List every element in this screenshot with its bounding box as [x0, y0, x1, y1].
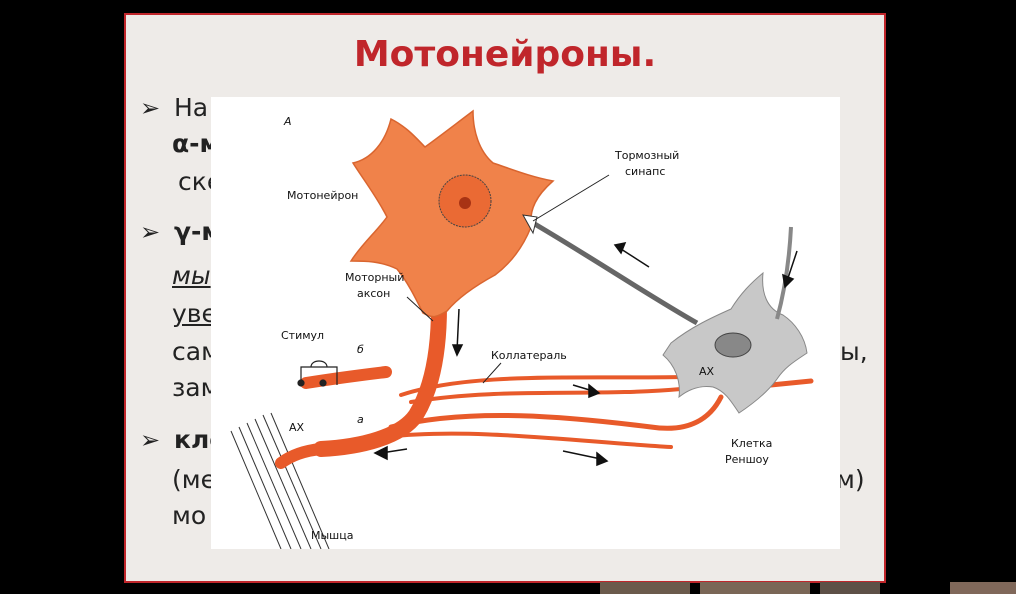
label-letter-b: б	[357, 343, 364, 356]
label-renshaw-cell-1: Клетка	[731, 437, 772, 450]
motoneuron-diagram: А Мотонейрон Тормозный синапс Моторный а…	[211, 97, 840, 549]
bullet-2-right-fragment-text: ы,	[840, 337, 868, 366]
slide-title: Мотонейроны.	[353, 34, 657, 75]
bullet-2-line-2: мы	[172, 259, 211, 293]
bullet-3-line-2-text: (ме	[172, 465, 216, 494]
collateral-pointer	[482, 362, 502, 384]
label-motoneuron: Мотонейрон	[287, 189, 358, 202]
axon-pointer	[406, 296, 434, 322]
label-muscle: Мышца	[311, 529, 353, 542]
webcam-thumbnail[interactable]	[600, 582, 690, 594]
bullet-marker: ➢	[140, 94, 161, 122]
label-collateral: Коллатераль	[491, 349, 567, 362]
renshaw-axon	[531, 220, 699, 326]
bullet-3-line-3: мо	[172, 499, 206, 533]
stimulus-electrode	[297, 360, 338, 387]
panel-letter: А	[283, 115, 292, 128]
webcam-thumbnail[interactable]	[820, 582, 880, 594]
webcam-thumbnail[interactable]	[950, 582, 1016, 594]
diagram-svg: А Мотонейрон Тормозный синапс Моторный а…	[230, 109, 814, 549]
bullet-1: ➢ На	[140, 91, 208, 125]
synapse-terminal	[522, 214, 538, 235]
direction-arrows	[373, 241, 798, 467]
label-motor-axon-2: аксон	[357, 287, 390, 300]
motoneuron-nucleolus	[459, 197, 471, 209]
bullet-3-line-3-text: мо	[172, 501, 207, 530]
bullet-marker: ➢	[140, 426, 161, 454]
bullet-3-line-2: (ме	[172, 463, 216, 497]
label-ax-right: АХ	[699, 365, 715, 378]
synapse-pointer	[532, 174, 610, 222]
muscle-shape	[230, 412, 330, 549]
bullet-2-line-2-text: мы	[172, 261, 211, 290]
bullet-marker: ➢	[140, 218, 161, 246]
axon-branches	[275, 299, 814, 469]
label-motor-axon-1: Моторный	[345, 271, 404, 284]
bullet-3-right-fragment-text: м)	[836, 465, 865, 494]
renshaw-nucleus	[714, 332, 752, 358]
bullet-3-right-fragment: м)	[836, 463, 865, 497]
bullet-2-line-3-text: уве	[172, 299, 217, 328]
bullet-2-line-3: уве	[172, 297, 217, 331]
webcam-thumbnail[interactable]	[700, 582, 810, 594]
label-renshaw-cell-2: Реншоу	[725, 453, 769, 466]
bullet-2: ➢γ-м	[140, 215, 222, 249]
label-ax-left: АХ	[289, 421, 305, 434]
label-inhibitory-synapse-2: синапс	[625, 165, 665, 178]
label-letter-a: а	[357, 413, 364, 426]
bullet-2-right-fragment: ы,	[840, 335, 868, 369]
label-stimulus: Стимул	[281, 329, 324, 342]
bullet-1-line-1: На	[174, 93, 209, 122]
label-inhibitory-synapse-1: Тормозный	[614, 149, 679, 162]
